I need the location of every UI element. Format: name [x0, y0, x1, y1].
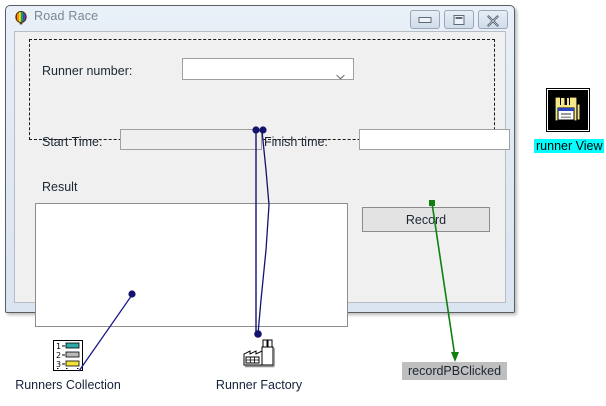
- save-floppy-icon: [546, 88, 590, 137]
- svg-text:2: 2: [56, 351, 61, 360]
- maximize-button[interactable]: [444, 10, 474, 29]
- result-label: Result: [42, 180, 78, 194]
- close-icon: [487, 14, 499, 27]
- road-race-window: Road Race: [5, 5, 515, 327]
- svg-text:1: 1: [56, 342, 61, 351]
- balloon-icon: [14, 10, 28, 25]
- record-button[interactable]: Record: [362, 207, 490, 232]
- minimize-button[interactable]: [410, 10, 440, 29]
- close-button[interactable]: [478, 10, 508, 29]
- window-title: Road Race: [34, 9, 99, 23]
- finish-time-field[interactable]: [359, 129, 510, 150]
- runner-view-item[interactable]: runner View: [534, 88, 605, 155]
- minimize-icon: [418, 16, 432, 23]
- window-titlebar[interactable]: Road Race: [6, 6, 514, 30]
- start-time-field[interactable]: [120, 129, 262, 150]
- runner-number-label: Runner number:: [42, 64, 133, 78]
- start-time-label: Start Time:: [42, 135, 103, 149]
- record-method-tag[interactable]: recordPBClicked: [402, 362, 508, 380]
- window-controls: [410, 10, 508, 29]
- input-group-frame: [29, 39, 495, 140]
- result-textarea[interactable]: [35, 203, 348, 327]
- runners-collection-label: Runners Collection: [15, 378, 121, 392]
- maximize-icon: [453, 14, 465, 25]
- svg-text:3: 3: [56, 360, 61, 369]
- runner-view-label: runner View: [534, 139, 605, 153]
- runners-collection-item[interactable]: 1 2 3 Runners Collection: [10, 340, 126, 394]
- finish-time-label: Finish time:: [264, 135, 328, 149]
- factory-icon: [242, 338, 276, 376]
- chevron-down-icon: [336, 67, 345, 80]
- window-client-area: Runner number: Start Time: Finish time: …: [14, 31, 510, 327]
- numbered-list-icon: 1 2 3: [53, 340, 83, 376]
- runner-factory-item[interactable]: Runner Factory: [208, 338, 310, 394]
- runner-factory-label: Runner Factory: [215, 378, 303, 392]
- runner-number-combo[interactable]: [182, 58, 354, 80]
